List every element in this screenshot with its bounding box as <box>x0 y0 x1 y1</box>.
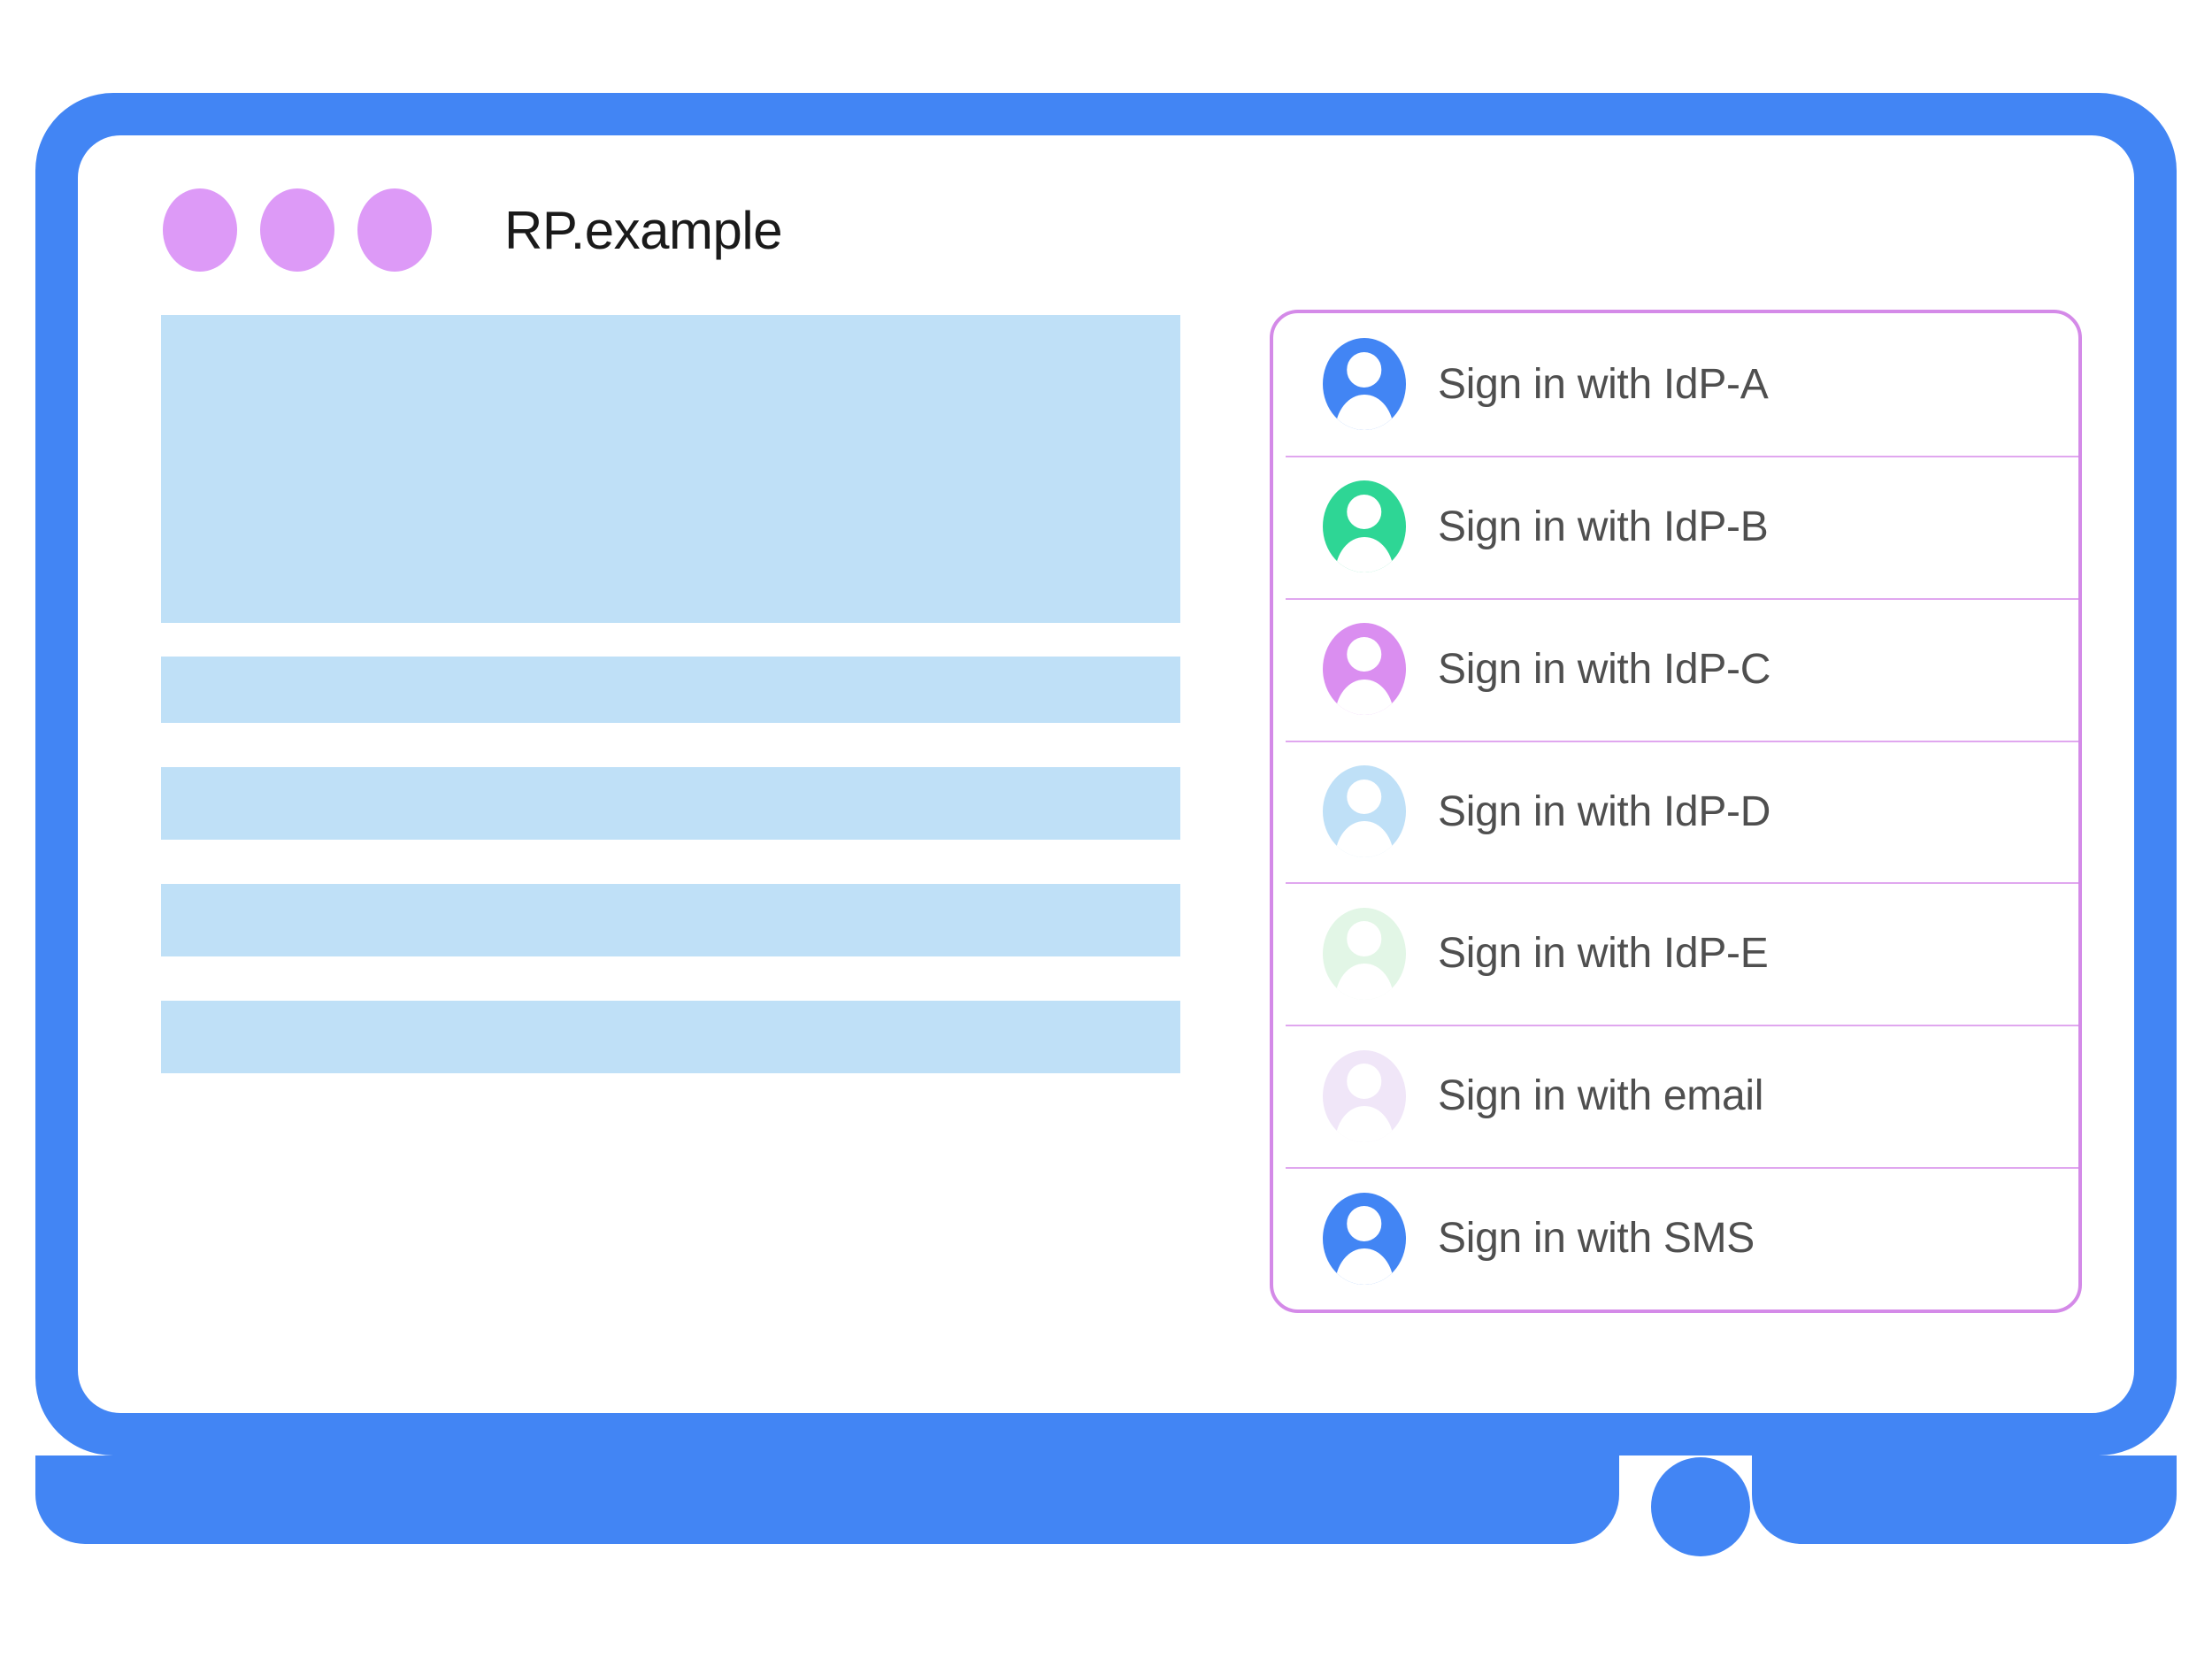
account-label: Sign in with IdP-E <box>1438 930 1769 978</box>
browser-title-bar: RP.example <box>78 135 2134 325</box>
avatar-icon <box>1323 1192 1406 1285</box>
page-title: RP.example <box>504 200 783 260</box>
account-row[interactable]: Sign in with IdP-B <box>1273 455 2078 598</box>
account-label: Sign in with email <box>1438 1072 1764 1120</box>
account-row[interactable]: Sign in with IdP-A <box>1273 313 2078 456</box>
avatar-head-shape <box>1347 1064 1382 1099</box>
avatar-body-shape <box>1335 1106 1394 1142</box>
account-row[interactable]: Sign in with IdP-E <box>1273 882 2078 1025</box>
account-label: Sign in with IdP-D <box>1438 787 1771 835</box>
device-bezel-bottom-left <box>35 1455 1619 1544</box>
avatar-body-shape <box>1335 394 1394 431</box>
device-bezel-bottom-right <box>1752 1455 2177 1544</box>
avatar-icon <box>1323 765 1406 857</box>
account-label: Sign in with SMS <box>1438 1215 1755 1263</box>
account-row[interactable]: Sign in with email <box>1273 1025 2078 1167</box>
avatar-head-shape <box>1347 1206 1382 1241</box>
home-button[interactable] <box>1651 1457 1750 1556</box>
avatar-icon <box>1323 907 1406 1000</box>
avatar-body-shape <box>1335 536 1394 573</box>
avatar-icon <box>1323 338 1406 431</box>
content-placeholder-line-4 <box>161 1001 1180 1073</box>
fedcm-account-chooser-dialog: Sign in with IdP-A Sign in with IdP-B Sign… <box>1270 310 2082 1313</box>
avatar-head-shape <box>1347 921 1382 956</box>
avatar-icon <box>1323 1049 1406 1142</box>
avatar-head-shape <box>1347 779 1382 815</box>
content-placeholder-line-1 <box>161 657 1180 723</box>
window-dot-3[interactable] <box>357 188 432 272</box>
avatar-icon <box>1323 480 1406 573</box>
avatar-head-shape <box>1347 352 1382 388</box>
avatar-body-shape <box>1335 964 1394 1000</box>
window-dot-2[interactable] <box>260 188 334 272</box>
account-label: Sign in with IdP-B <box>1438 503 1769 550</box>
account-row[interactable]: Sign in with IdP-D <box>1273 740 2078 883</box>
avatar-head-shape <box>1347 494 1382 530</box>
content-placeholder-line-2 <box>161 767 1180 840</box>
window-dot-1[interactable] <box>163 188 237 272</box>
account-label: Sign in with IdP-C <box>1438 645 1771 693</box>
avatar-body-shape <box>1335 821 1394 857</box>
avatar-icon <box>1323 623 1406 716</box>
account-row[interactable]: Sign in with IdP-C <box>1273 597 2078 741</box>
avatar-head-shape <box>1347 636 1382 672</box>
page-content-placeholders <box>161 315 1180 1073</box>
avatar-body-shape <box>1335 679 1394 716</box>
avatar-body-shape <box>1335 1248 1394 1285</box>
account-list: Sign in with IdP-A Sign in with IdP-B Sign… <box>1273 313 2078 1310</box>
content-placeholder-hero <box>161 315 1180 623</box>
account-row[interactable]: Sign in with SMS <box>1273 1167 2078 1310</box>
account-label: Sign in with IdP-A <box>1438 360 1769 408</box>
content-placeholder-line-3 <box>161 884 1180 956</box>
